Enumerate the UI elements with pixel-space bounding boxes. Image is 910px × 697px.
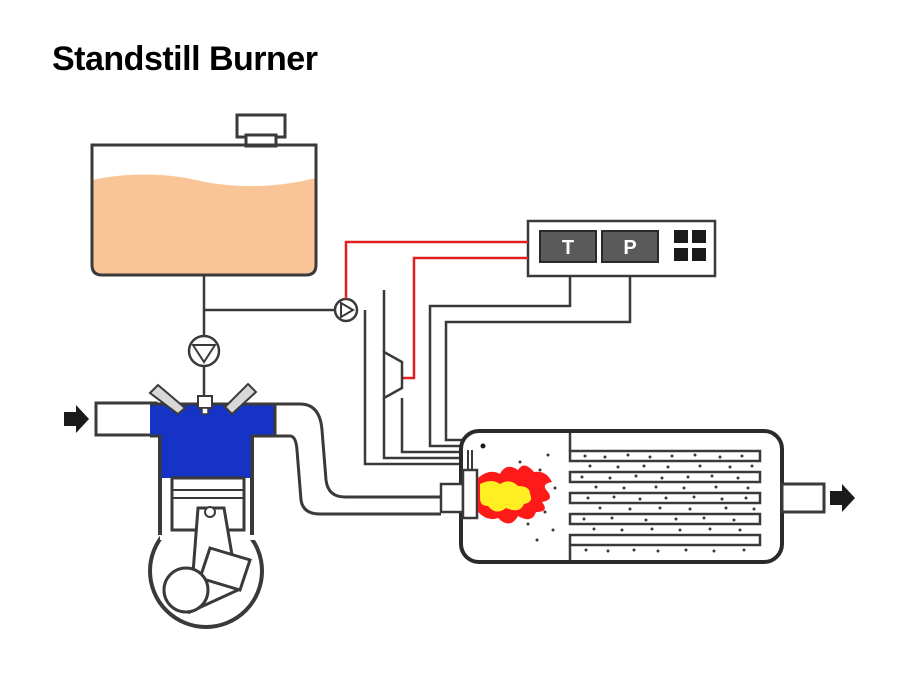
temperature-label: T — [562, 237, 574, 259]
turbine-icon — [382, 290, 404, 401]
soot-particles — [518, 453, 756, 553]
signal-lines — [344, 240, 528, 380]
controller-unit: T P — [526, 219, 717, 278]
controller-keypad-icon — [674, 230, 706, 261]
page-title: Standstill Burner — [52, 40, 318, 78]
pressure-label: P — [623, 237, 636, 259]
burner-icon — [439, 443, 486, 520]
inlet-arrow-icon — [64, 405, 89, 433]
control-lines — [363, 276, 632, 466]
intake-valve — [148, 383, 187, 416]
engine-icon — [148, 382, 441, 629]
crankshaft — [162, 566, 210, 614]
burner-fuel-pump-icon — [333, 297, 359, 323]
outlet-pipe — [780, 482, 826, 514]
fuel-tank-icon — [90, 113, 318, 277]
fuel-level — [92, 174, 316, 275]
exhaust-valve — [223, 382, 258, 416]
fuel-pump-icon — [187, 334, 221, 368]
temperature-display — [539, 230, 597, 263]
combustion-chamber — [150, 404, 275, 478]
pressure-display — [601, 230, 659, 263]
injector-icon — [197, 395, 213, 415]
intake-pipe — [94, 401, 158, 437]
fuel-lines — [202, 275, 335, 398]
outlet-arrow-icon — [830, 484, 855, 512]
flame-icon — [478, 465, 552, 524]
